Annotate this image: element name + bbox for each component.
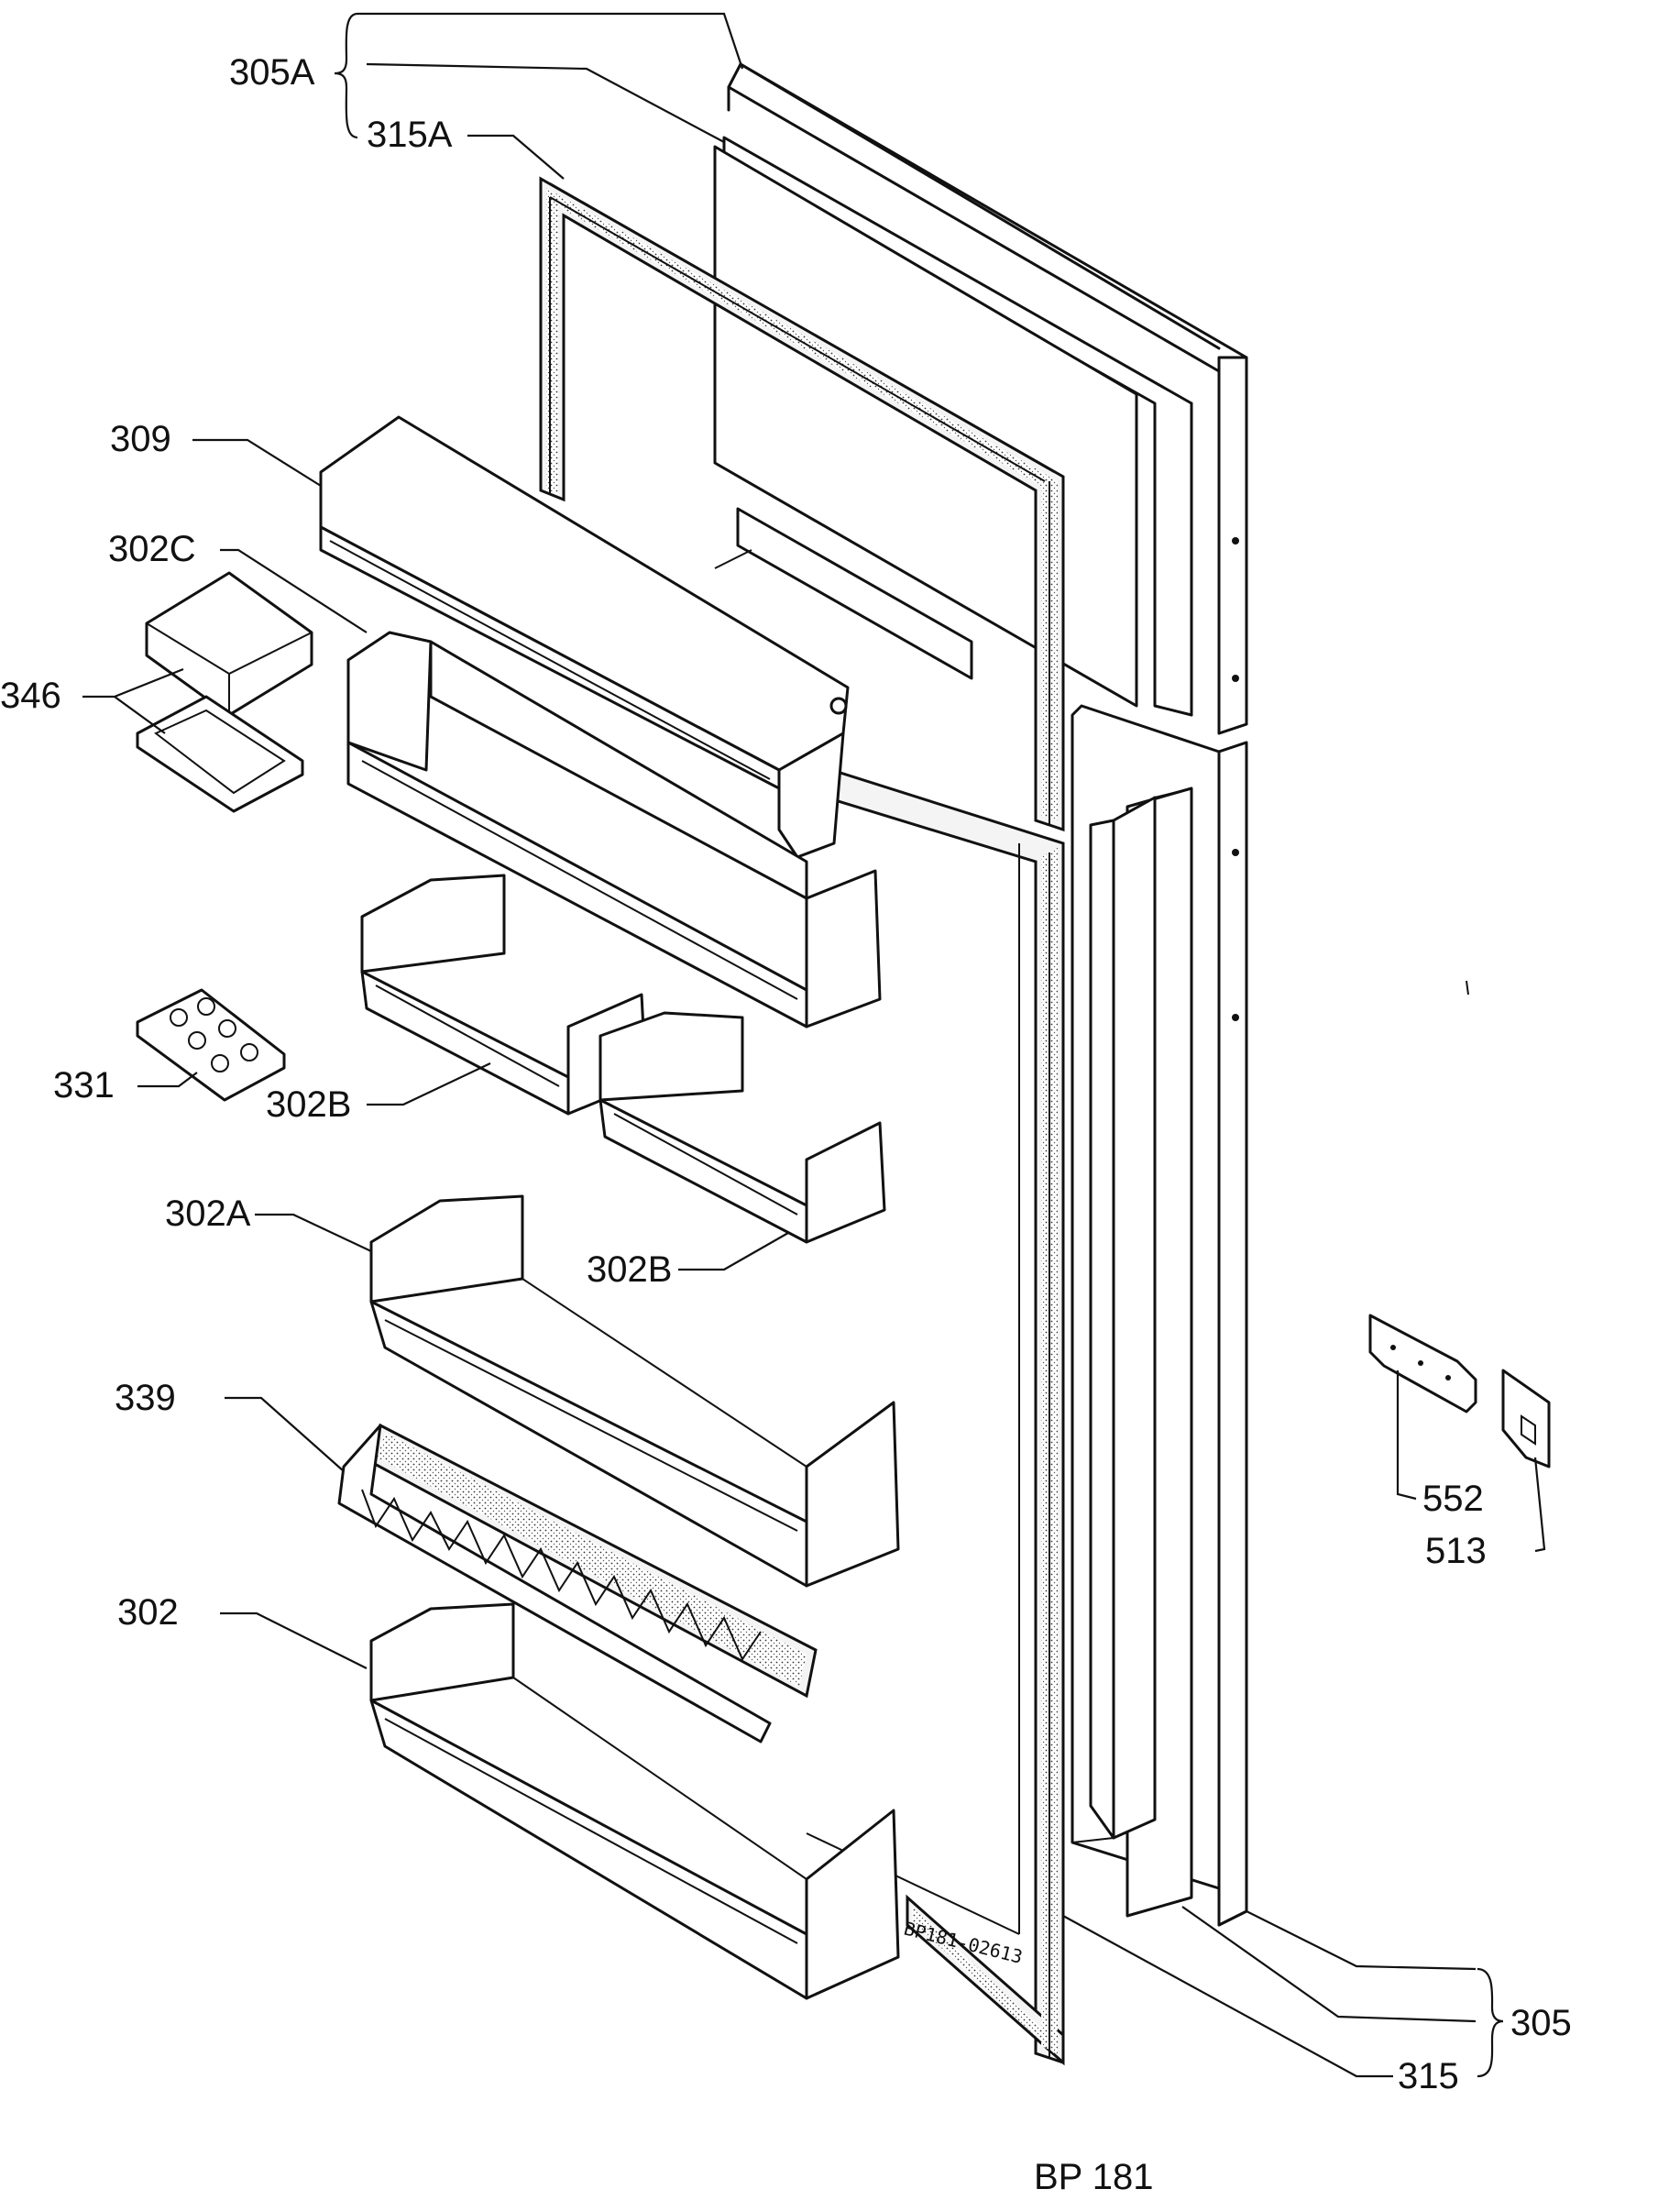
label-305A: 305A [229, 52, 315, 93]
footer-code: BP 181 [1034, 2157, 1154, 2197]
bottle-retainer-339 [337, 1423, 818, 1744]
lower-door-panel [1071, 704, 1248, 1927]
small-balcony-302B-right [598, 1011, 886, 1244]
dairy-compartment-flap-309 [319, 415, 850, 859]
hinge-552 [1368, 1314, 1477, 1414]
egg-tray-331 [136, 988, 286, 1102]
label-339: 339 [115, 1378, 176, 1418]
label-315: 315 [1398, 2056, 1459, 2096]
label-513: 513 [1425, 1531, 1487, 1571]
hinge-bracket-513 [1501, 1369, 1551, 1468]
label-346: 346 [0, 676, 61, 716]
door-balcony-302C [346, 631, 882, 1028]
bottom-balcony-302 [369, 1602, 900, 2000]
upper-door-panel [713, 62, 1248, 735]
label-331: 331 [53, 1065, 115, 1106]
upper-door-gasket [539, 176, 1065, 832]
lower-door-gasket [785, 754, 1065, 2066]
label-302: 302 [117, 1592, 179, 1633]
label-305: 305 [1510, 2003, 1572, 2043]
butter-dish-346 [136, 571, 313, 813]
label-302C: 302C [108, 529, 196, 569]
label-302A: 302A [165, 1194, 251, 1234]
label-302B-right: 302B [587, 1249, 672, 1290]
label-552: 552 [1422, 1479, 1484, 1519]
large-balcony-302A [369, 1194, 900, 1588]
leader-lines [82, 12, 1546, 2078]
label-302B-left: 302B [266, 1084, 351, 1125]
label-315A: 315A [367, 115, 453, 155]
label-309: 309 [110, 419, 171, 459]
